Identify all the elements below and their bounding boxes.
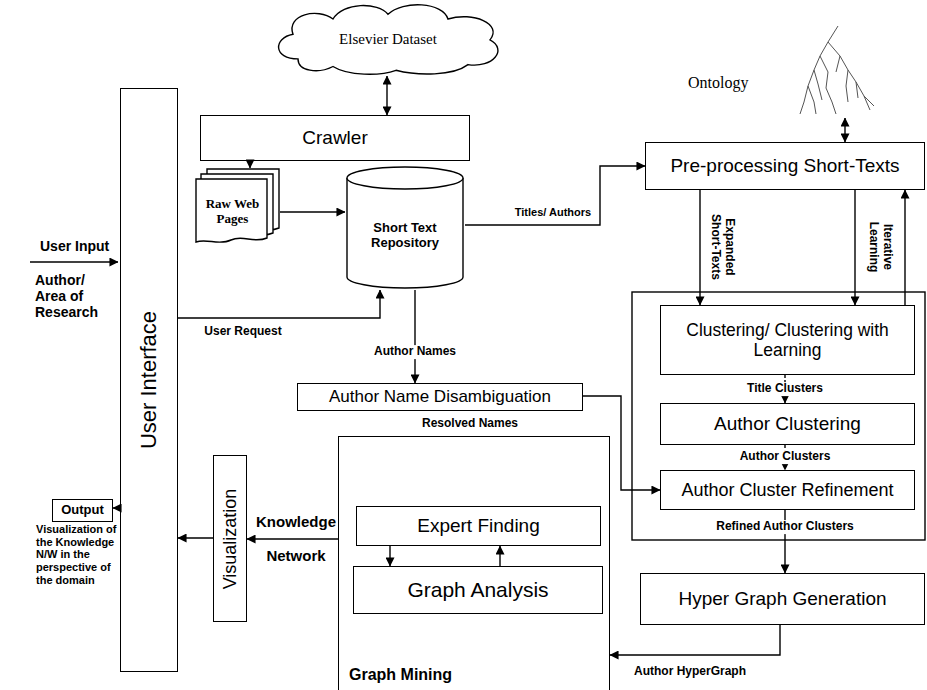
connector-arrow	[113, 507, 120, 508]
edge-label: User Request	[204, 325, 281, 339]
connector-arrow	[178, 537, 213, 538]
node-label: Raw Web Pages	[200, 197, 266, 227]
node-label: Author Clustering	[714, 413, 861, 435]
process-box: Author Name Disambiguation	[297, 383, 583, 411]
process-box: Author Cluster Refinement	[660, 470, 915, 510]
connector-arrow	[844, 118, 845, 142]
connector-arrow	[249, 161, 250, 168]
node-label: Pre-processing Short-Texts	[670, 155, 899, 177]
connector-arrow	[247, 538, 338, 539]
process-box: Crawler	[200, 115, 470, 161]
connector-arrow	[583, 396, 660, 490]
onto-outline	[688, 22, 888, 118]
process-box: Clustering/ Clustering with Learning	[660, 305, 915, 375]
annotation-label: Author/ Area of Research	[35, 272, 117, 320]
edge-label: Author Clusters	[737, 450, 834, 464]
node-label: Graph Mining	[349, 666, 452, 684]
process-box: Author Clustering	[660, 403, 915, 445]
database-cylinder: Short Text Repository	[345, 165, 465, 290]
node-label: Author Name Disambiguation	[329, 387, 551, 407]
group-box: Graph Mining Expert FindingGraph Analysis	[338, 436, 610, 690]
connector-arrow	[610, 625, 780, 655]
edge-label: Resolved Names	[422, 417, 518, 431]
node-label: Ontology	[688, 74, 748, 92]
ontology-tree: Ontology	[688, 22, 888, 118]
process-box: Expert Finding	[356, 506, 601, 546]
node-label: Elsevier Dataset	[339, 31, 437, 48]
connector-arrow	[465, 166, 645, 225]
edge-label: Iterative Learning	[866, 214, 894, 280]
connector-arrow	[389, 546, 390, 566]
interface-bar: User Interface	[120, 88, 178, 672]
annotation-label: User Input	[40, 238, 109, 254]
connector-arrow	[280, 211, 345, 212]
connector-layer	[113, 76, 905, 655]
node-label: User Interface	[136, 311, 162, 449]
connector-arrow	[499, 546, 500, 566]
edge-label: Author HyperGraph	[634, 665, 746, 679]
node-label: Author Cluster Refinement	[681, 480, 893, 501]
cloud-source: Elsevier Dataset	[268, 0, 508, 76]
edge-label: Author Names	[371, 345, 459, 359]
edge-label: Knowledge Network	[256, 505, 336, 573]
document-stack: Raw Web Pages	[195, 168, 280, 244]
annotation-label: Visualization of the Knowledge N/W in th…	[36, 523, 124, 586]
node-label: Graph Analysis	[407, 578, 548, 602]
edge-label: Titles/ Authors	[515, 206, 591, 219]
connector-arrow	[854, 190, 855, 305]
connector-arrow	[178, 290, 380, 318]
process-box: Pre-processing Short-Texts	[645, 142, 925, 190]
process-box: Graph Analysis	[353, 566, 603, 614]
output-box: Output	[52, 499, 113, 522]
node-label: Visualization	[220, 488, 241, 589]
connector-arrow	[904, 190, 905, 305]
node-label: Output	[61, 503, 104, 518]
cluster-container	[632, 292, 925, 540]
input-arrow	[30, 261, 118, 262]
visualization-bar: Visualization	[213, 455, 247, 622]
process-box: Hyper Graph Generation	[640, 573, 925, 625]
connector-arrow	[386, 76, 387, 115]
edge-label: Refined Author Clusters	[713, 520, 857, 534]
connector-arrow	[699, 190, 700, 305]
connector-arrow	[414, 290, 415, 383]
node-label: Short Text Repository	[357, 221, 453, 251]
edge-label: Expanded Short-Texts	[708, 207, 736, 287]
edge-label: Title Clusters	[744, 382, 826, 396]
node-label: Hyper Graph Generation	[678, 588, 886, 610]
node-label: Crawler	[302, 127, 367, 149]
node-label: Clustering/ Clustering with Learning	[661, 320, 914, 360]
node-label: Expert Finding	[417, 515, 540, 537]
